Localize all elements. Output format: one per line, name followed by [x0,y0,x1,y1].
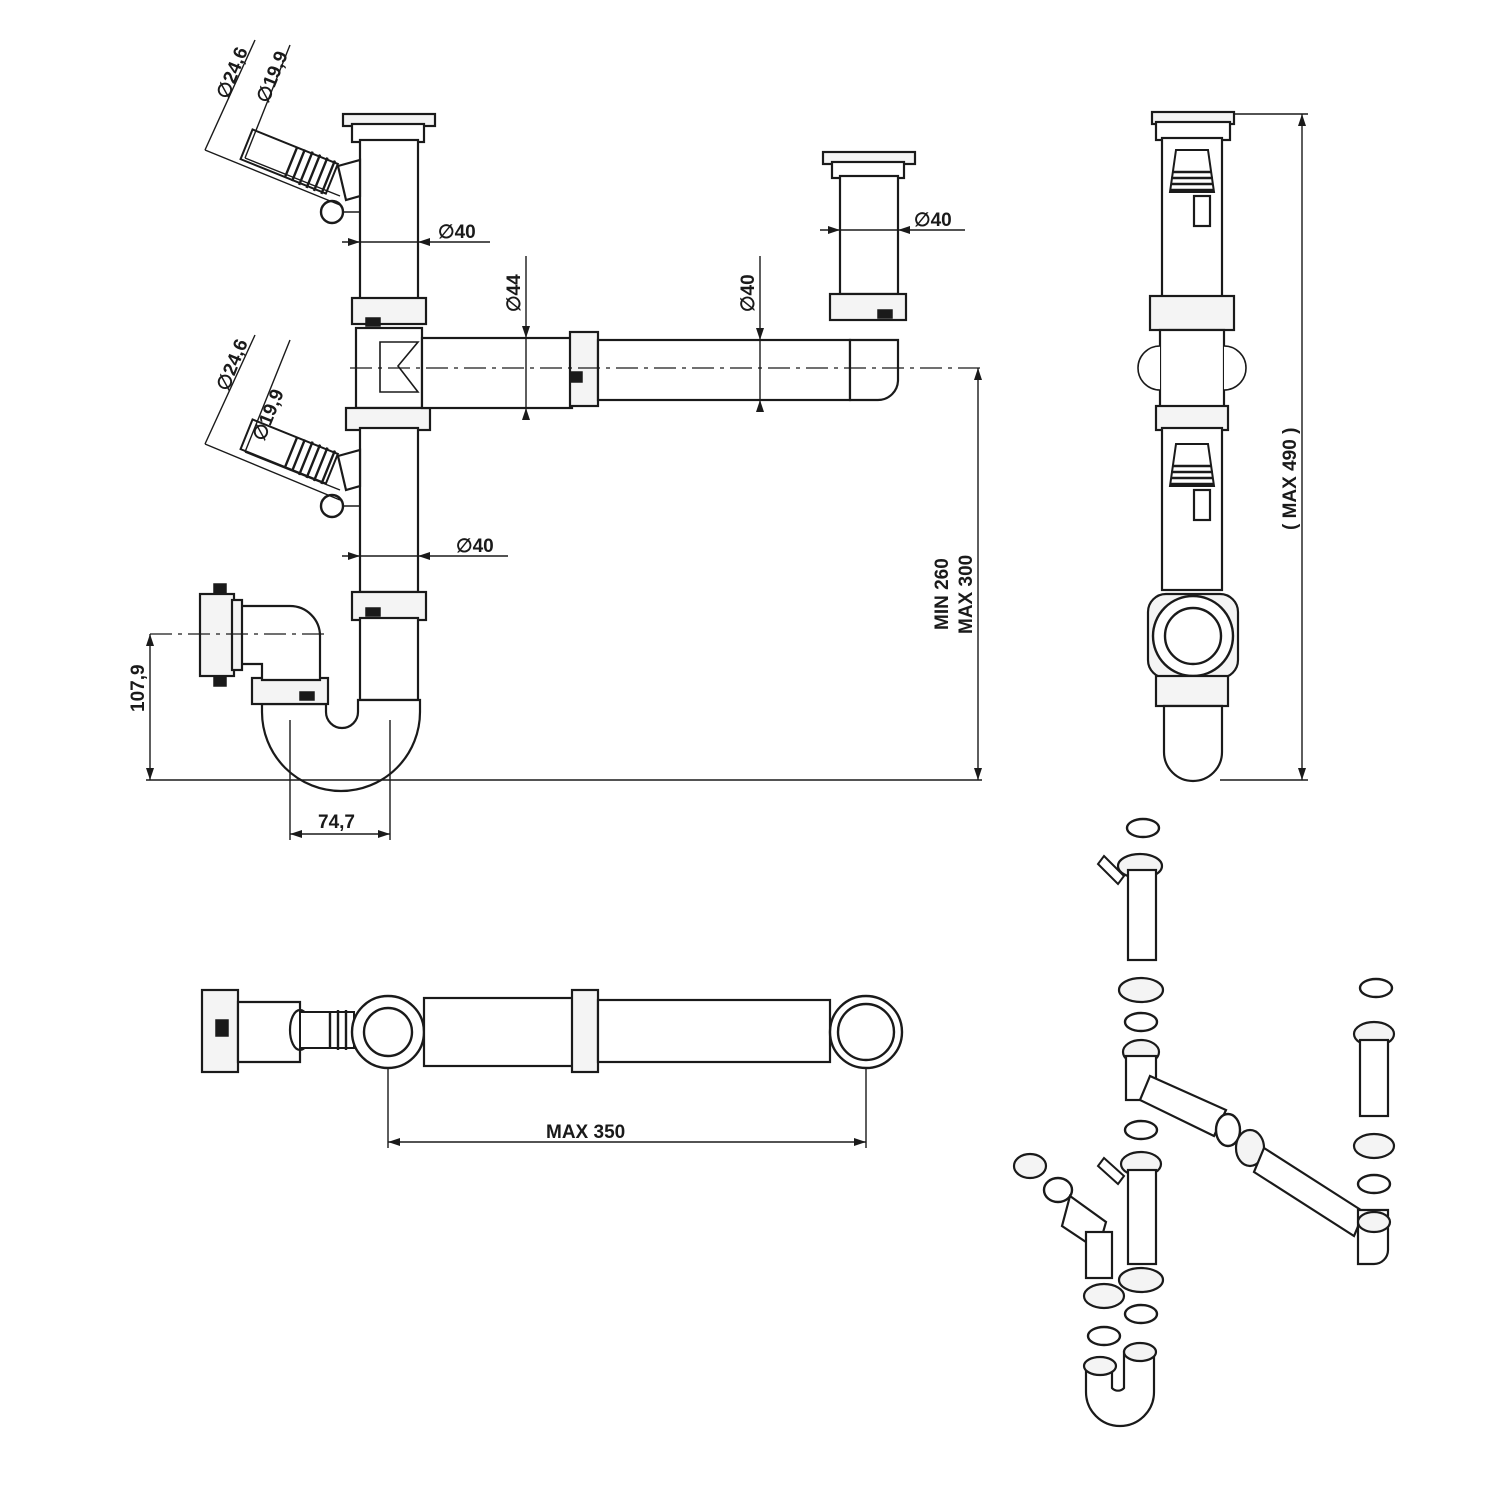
top-right-ring-inner [836,1002,896,1062]
exploded-outlet-leg [1084,1230,1114,1280]
exploded-upper-pipe [1126,868,1158,962]
dim-pipe-40-lower: ∅40 [456,536,494,557]
outlet-clip-bottom [213,675,227,687]
upper-hose-stub [336,158,362,202]
outlet-elbow [238,604,322,682]
side-outlet-ring-inner [1163,606,1223,666]
exploded-gasket-1 [1123,1011,1159,1033]
left-upper-pipe [358,138,420,302]
trap-left-nut [250,676,330,706]
trap-right-leg [358,616,420,702]
top-coupling [570,988,600,1074]
exploded-right-pipe [1358,1038,1390,1118]
dim-trap-offset: 74,7 [318,812,355,833]
exploded-gasket-3 [1123,1303,1159,1325]
exploded-top-nipple [1096,854,1126,886]
side-lower-nut [1154,404,1230,432]
exploded-trap-nut [1082,1282,1126,1310]
exploded-trap-end-left [1082,1355,1118,1377]
top-cross-pipe [422,996,576,1068]
exploded-trap-end-right [1122,1341,1158,1363]
lower-hose-stub [336,448,362,492]
trap-inlet-nut [350,590,428,622]
side-view: ( MAX 490 ) [1137,110,1308,783]
nut-clip [365,607,381,617]
side-trap-bottom [1162,704,1224,783]
dim-height-max: MAX 300 [956,555,977,634]
left-upper-nut [350,296,428,326]
nut-clip [365,317,381,327]
dim-height-min: MIN 260 [932,558,953,630]
left-lower-pipe [358,426,420,594]
dim-pipe-40-upper: ∅40 [438,222,476,243]
coupling-clip [569,371,583,383]
front-view: ∅24,6 ∅19,9 ∅24,6 ∅19,9 ∅40 ∅40 ∅44 ∅40 [128,39,982,840]
exploded-nut-1 [1117,976,1165,1004]
top-outlet-clip [215,1019,229,1037]
exploded-gasket-mid [1214,1112,1242,1148]
exploded-long-pipe [1252,1146,1366,1238]
outlet-nut [230,598,244,672]
right-pipe [838,174,900,296]
right-lower-nut [828,292,908,322]
exploded-outlet-gasket [1042,1176,1074,1204]
upper-hose-nipple [239,128,340,195]
dim-cross-pipe-44: ∅44 [504,274,525,312]
dim-total-height: ( MAX 490 ) [1280,428,1301,530]
top-horizontal-pipe [596,998,832,1064]
exploded-right-gasket [1358,977,1394,999]
exploded-gasket-2 [1123,1119,1159,1141]
exploded-outlet-nut [1012,1152,1048,1180]
lower-cap-ring [319,493,345,519]
dim-outlet-height: 107,9 [128,664,149,712]
exploded-right-nut-2 [1352,1132,1396,1160]
side-tee-bosses [1137,345,1247,391]
cross-coupling [568,330,600,408]
lower-hose-nipple [239,418,340,485]
exploded-gasket-top [1125,817,1161,839]
tee-inlet-cone [379,341,420,393]
horizontal-pipe-40 [596,338,852,402]
dim-hose-inner-upper: ∅19,9 [253,48,293,106]
top-elbow [236,1000,302,1064]
dim-horizontal-span: MAX 350 [546,1122,625,1143]
exploded-right-gasket-2 [1356,1173,1392,1195]
side-tee [1158,328,1226,410]
cross-pipe-44 [420,336,574,410]
outlet-clip-top [213,583,227,595]
exploded-gasket-4 [1086,1325,1122,1347]
exploded-lower-pipe [1126,1168,1158,1266]
dim-horizontal-pipe-40: ∅40 [738,274,759,312]
nut-clip [877,309,893,319]
exploded-right-elbow-nut [1356,1210,1392,1234]
dim-pipe-40-right: ∅40 [914,210,952,231]
side-upper-nut [1148,294,1236,332]
exploded-lower-nipple [1096,1156,1126,1186]
exploded-cross-pipe [1138,1074,1228,1138]
side-upper-stub [1192,194,1212,228]
dim-hose-outer-upper: ∅24,6 [213,44,253,102]
top-view: MAX 350 [200,988,904,1148]
outlet-flange [198,592,236,678]
dim-hose-outer-lower: ∅24,6 [213,336,253,394]
u-trap-bend [260,698,422,793]
side-trap-nut [1154,674,1230,708]
exploded-view [1012,817,1396,1428]
side-lower-stub [1192,488,1212,522]
top-tee-ring-inner [362,1006,414,1058]
exploded-lower-nut-2 [1117,1266,1165,1294]
nut-clip [299,691,315,701]
tee-lower-nut [344,406,432,432]
right-elbow [848,338,900,402]
